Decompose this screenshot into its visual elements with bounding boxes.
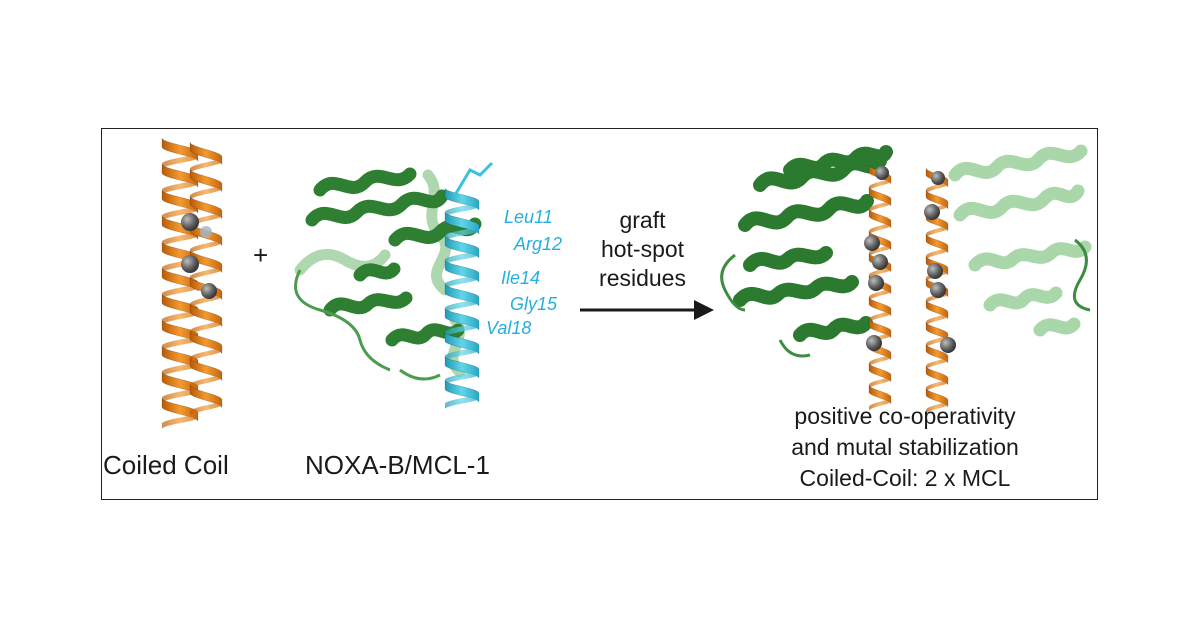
helix-turn-back [869, 199, 891, 214]
helix-turn [189, 195, 223, 220]
residue-label: Ile14 [501, 268, 541, 288]
helix-turn-back [162, 230, 198, 248]
coiled-coil-mcl-complex [720, 144, 1092, 415]
helix-turn-back [190, 210, 222, 228]
helix-turn [161, 163, 199, 188]
helix-turn-back [190, 372, 222, 390]
helix-turn-back [445, 249, 479, 266]
helix-turn-back [445, 345, 479, 362]
figure-frame [101, 128, 1098, 500]
helix-turn-back [190, 399, 222, 417]
helix-turn-back [926, 224, 948, 239]
result-line: positive co-operativity [794, 403, 1016, 429]
helix-turn-back [926, 400, 948, 415]
helix-turn [925, 343, 949, 364]
helix-turn-back [190, 156, 222, 174]
helix-turn-back [926, 180, 948, 195]
graft-arrow [580, 300, 714, 320]
helix-turn-back [445, 297, 479, 314]
helix-turn-back [926, 246, 948, 261]
helix-turn [161, 189, 199, 214]
helix-turn-back [162, 282, 198, 300]
helix-turn [868, 362, 892, 383]
helix-turn-back [190, 264, 222, 282]
helix-turn-back [926, 334, 948, 349]
helix-turn [189, 141, 223, 166]
coiled-coil-structure [161, 137, 223, 430]
helix-turn [925, 233, 949, 254]
helix-turn-back [869, 309, 891, 324]
helix-turn-back [190, 237, 222, 255]
helix-turn [189, 330, 223, 355]
helix-turn-back [445, 273, 479, 290]
graft-line: residues [599, 265, 686, 291]
helix-turn-back [445, 201, 479, 218]
plus-sign: + [253, 240, 269, 270]
helix-turn [161, 293, 199, 318]
residue-label: Val18 [486, 318, 532, 338]
coiled-coil-label: Coiled Coil [103, 450, 229, 480]
noxa-mcl-structure [294, 161, 494, 410]
helix-turn-back [162, 308, 198, 326]
result-caption: positive co-operativity and mutal stabil… [725, 401, 1085, 494]
helix-turn-back [190, 183, 222, 201]
helix-turn-back [869, 177, 891, 192]
helix-turn-back [926, 378, 948, 393]
graft-line: hot-spot [600, 236, 685, 262]
graft-text: graft hot-spot residues [575, 206, 710, 293]
helix-turn-back [162, 178, 198, 196]
result-line: and mutal stabilization [791, 434, 1019, 460]
helix-turn [868, 318, 892, 339]
helix-turn [189, 384, 223, 409]
helix-turn [925, 299, 949, 320]
helix-turn [161, 267, 199, 292]
helix-turn-back [445, 393, 479, 410]
helix-turn-back [869, 375, 891, 390]
helix-turn [161, 397, 199, 422]
helix-turn [161, 215, 199, 240]
helix-turn-back [162, 386, 198, 404]
helix-turn-back [869, 353, 891, 368]
helix-turn-back [162, 334, 198, 352]
helix-turn-back [162, 204, 198, 222]
helix-turn [868, 208, 892, 229]
helix-turn [868, 384, 892, 405]
helix-turn-back [869, 243, 891, 258]
helix-turn-back [869, 265, 891, 280]
helix-turn [925, 365, 949, 386]
helix-turn-back [869, 397, 891, 412]
hotspot-spheres-left [181, 213, 217, 299]
result-line: Coiled-Coil: 2 x MCL [799, 465, 1011, 491]
helix-turn-back [162, 412, 198, 430]
helix-turn [189, 168, 223, 193]
helix-turn-back [445, 369, 479, 386]
helix-turn-back [162, 152, 198, 170]
helix-turn-back [926, 312, 948, 327]
helix-turn [868, 296, 892, 317]
helix-turn [868, 186, 892, 207]
graft-line: graft [619, 207, 666, 233]
helix-turn-back [162, 360, 198, 378]
residue-label: Leu11 [504, 207, 553, 227]
helix-turn-back [190, 318, 222, 336]
helix-turn [925, 189, 949, 210]
helix-turn [189, 357, 223, 382]
helix-turn [189, 303, 223, 328]
helix-turn-back [869, 221, 891, 236]
helix-turn-back [445, 321, 479, 338]
helix-turn [161, 137, 199, 162]
residue-label: Gly15 [510, 294, 558, 314]
hotspot-spheres-right [864, 166, 956, 353]
residue-label: Arg12 [514, 234, 563, 254]
helix-turn-back [190, 345, 222, 363]
helix-turn-back [926, 356, 948, 371]
noxa-mcl-label: NOXA-B/MCL-1 [305, 450, 490, 480]
helix-turn-back [869, 287, 891, 302]
helix-turn [925, 387, 949, 408]
helix-turn-back [445, 225, 479, 242]
